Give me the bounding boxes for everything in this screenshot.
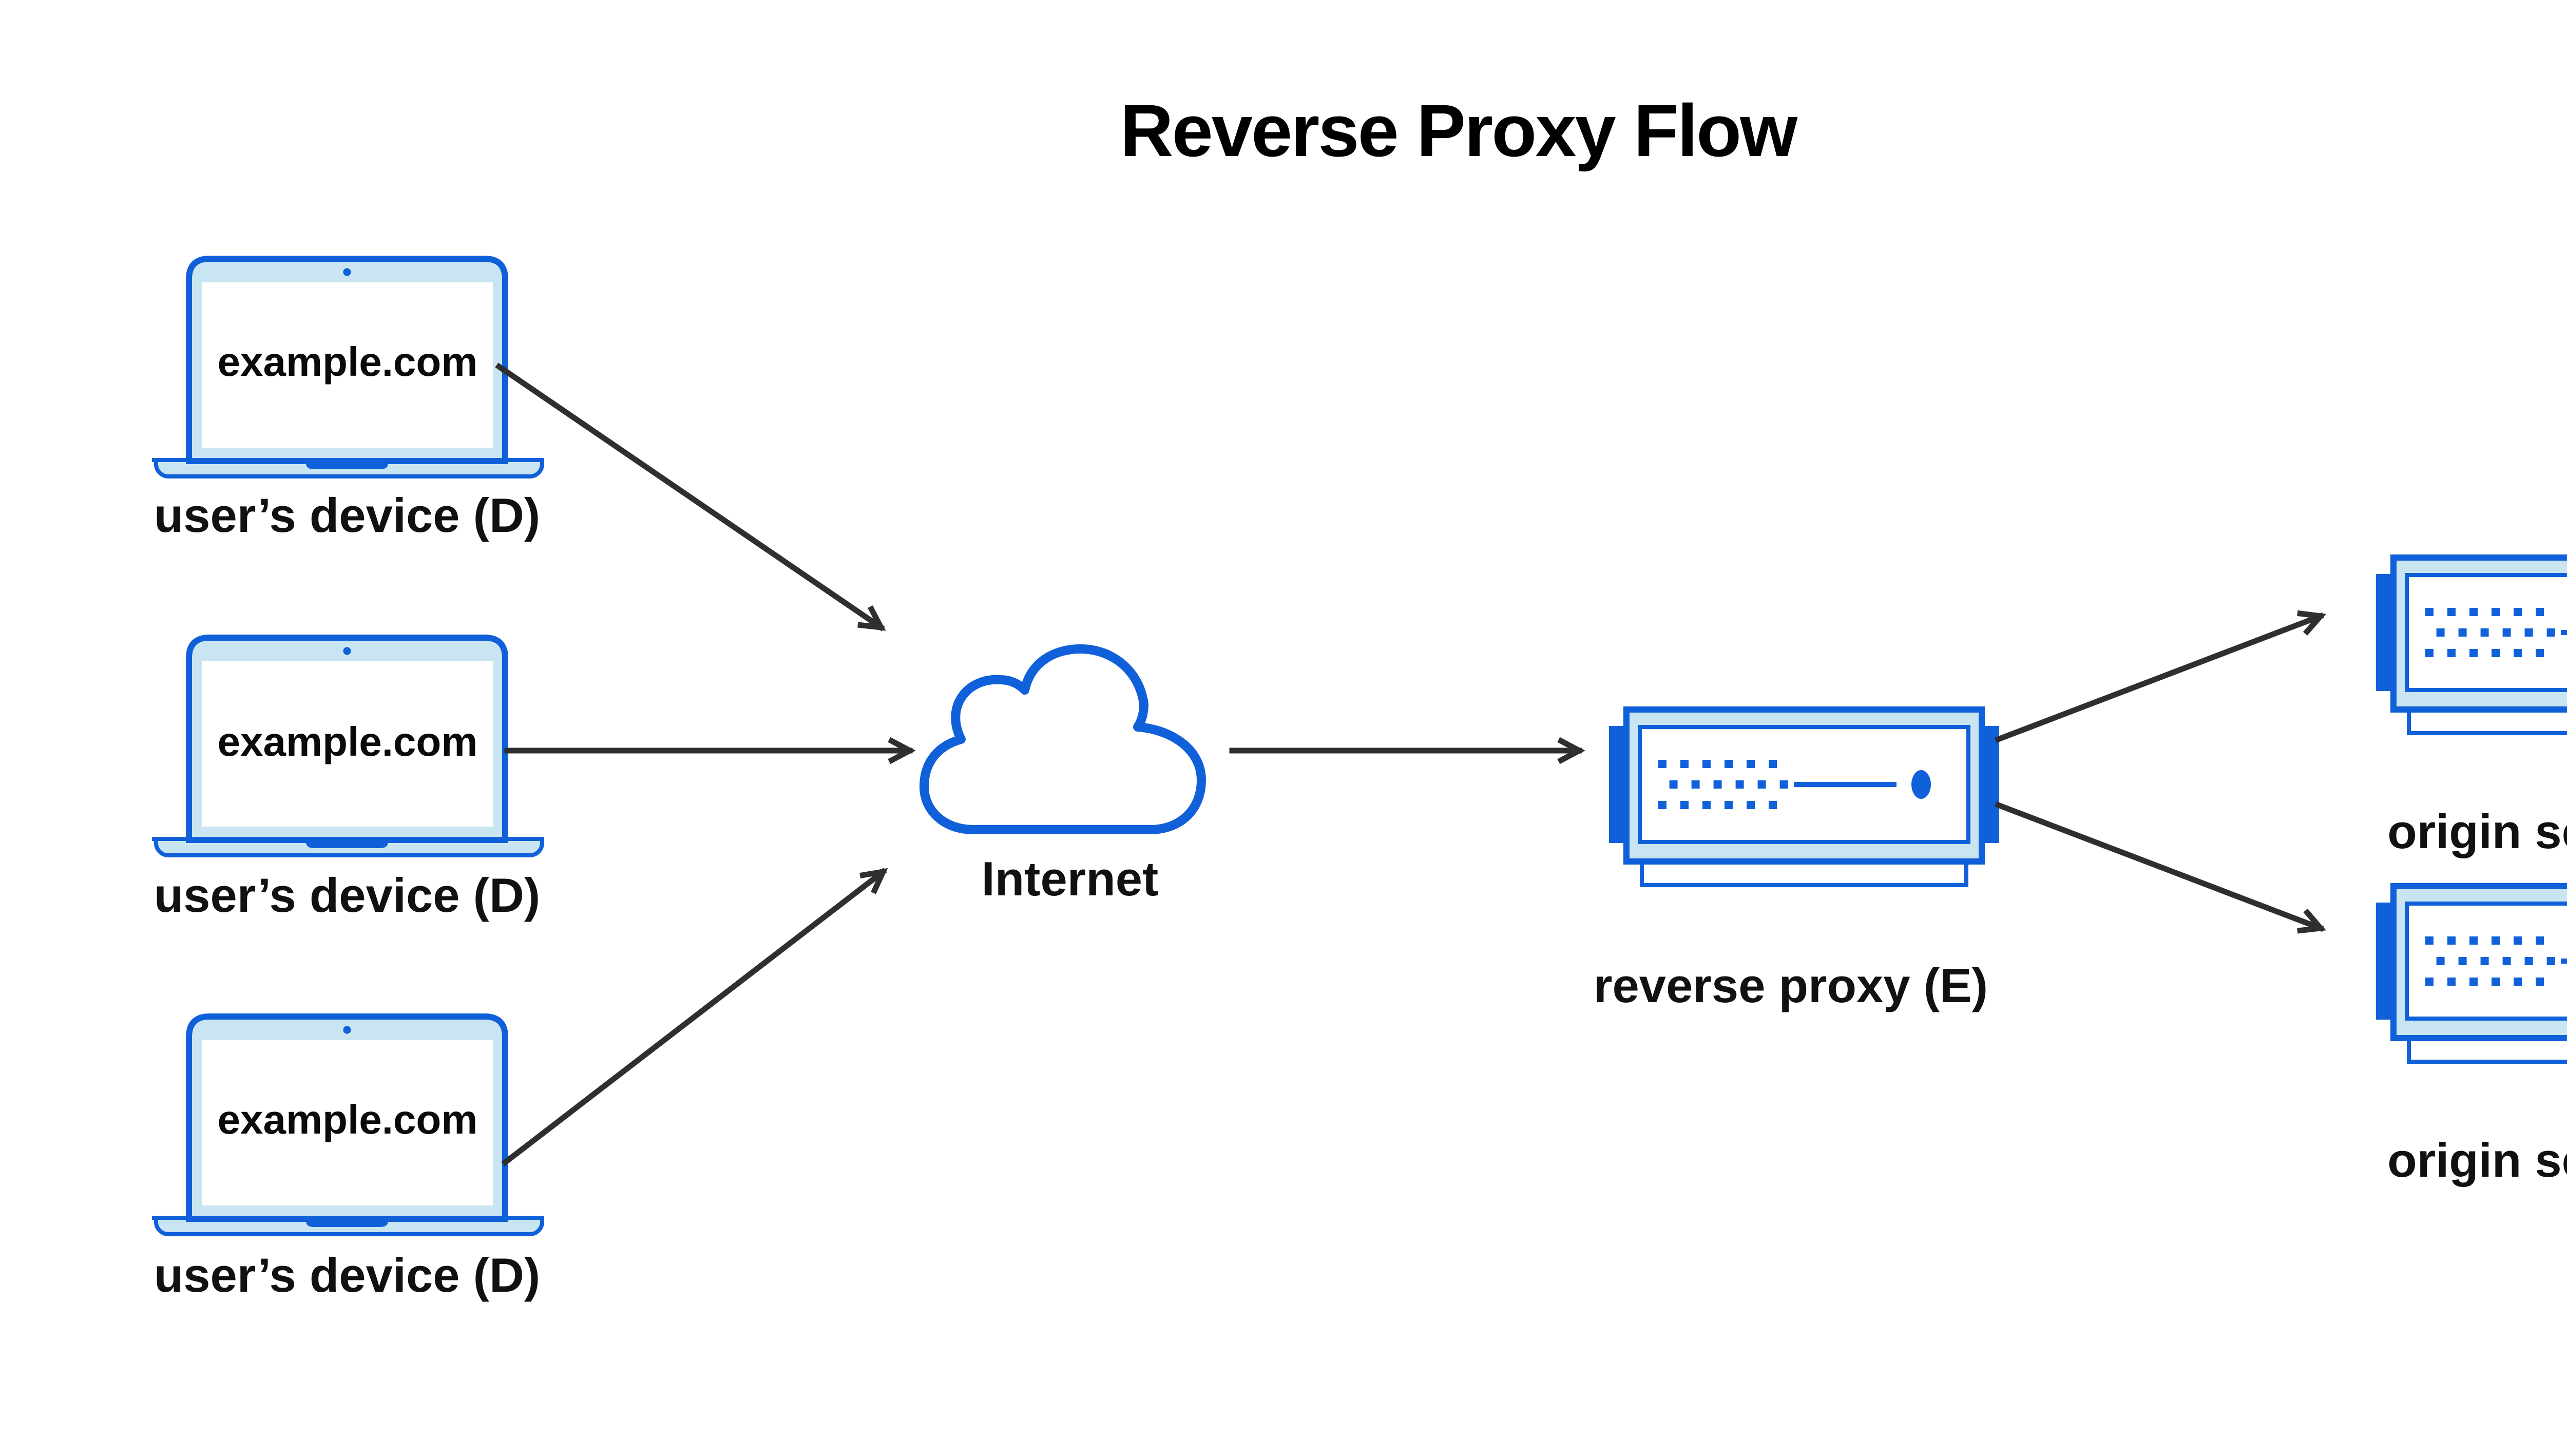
server-icon	[2376, 886, 2567, 1062]
arrow-device1-to-internet	[495, 362, 886, 631]
reverse-proxy-label: reverse proxy (E)	[1593, 959, 1988, 1012]
device1-label: user’s device (D)	[154, 489, 541, 542]
origin-server2-label: origin server (F)	[2387, 1134, 2567, 1187]
server-icon	[2376, 558, 2567, 733]
internet-label: Internet	[981, 852, 1159, 906]
arrow-proxy-to-origin2	[1994, 801, 2326, 934]
device2-screen-text: example.com	[217, 720, 478, 765]
device1-screen-text: example.com	[217, 341, 478, 387]
arrow-proxy-to-origin1	[1994, 610, 2326, 743]
device3-screen-text: example.com	[217, 1099, 478, 1144]
origin-server1-label: origin server (F)	[2387, 805, 2567, 858]
cloud-icon	[919, 644, 1206, 834]
arrow-device2-to-internet	[504, 737, 916, 764]
arrow-device3-to-internet	[501, 868, 888, 1166]
server-icon	[1609, 710, 1999, 885]
arrow-internet-to-proxy	[1229, 737, 1585, 764]
device3-label: user’s device (D)	[154, 1249, 541, 1302]
device2-label: user’s device (D)	[154, 869, 541, 922]
page-title: Reverse Proxy Flow	[1120, 88, 1798, 173]
